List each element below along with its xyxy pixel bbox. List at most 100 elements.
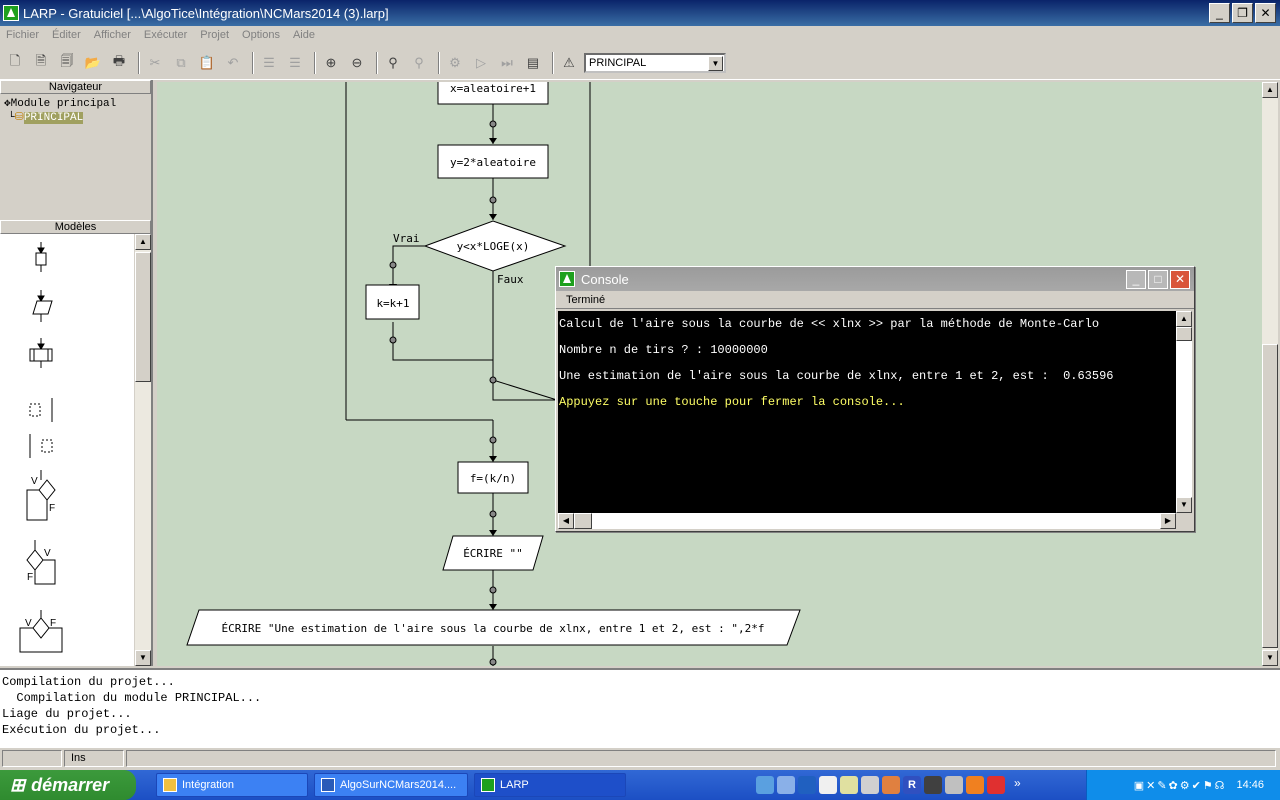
close-button[interactable]: ✕ [1255, 3, 1276, 23]
new-file-icon[interactable]: 🗋 [9, 52, 21, 68]
paste-icon[interactable]: 📋 [198, 54, 216, 70]
quicklaunch-network-icon[interactable] [756, 776, 774, 794]
scroll-up-icon[interactable]: ▲ [135, 234, 151, 250]
tree-item-module-label: Module principal [10, 98, 117, 110]
step-icon[interactable]: ⏭ [501, 54, 513, 70]
tray-icons[interactable]: ▣✕✎✿⚙✔⚑☊ [1133, 779, 1227, 792]
quicklaunch-app-icon[interactable] [987, 776, 1005, 794]
console-horizontal-scrollbar[interactable]: ◀ ▶ [558, 513, 1176, 529]
canvas-scrollbar[interactable]: ▲ ▼ [1262, 82, 1278, 666]
menu-options[interactable]: Options [242, 29, 280, 41]
run-icon[interactable]: ▷ [476, 54, 486, 70]
zoom-out-icon[interactable]: ⊖ [351, 54, 363, 70]
quicklaunch-paint-icon[interactable] [882, 776, 900, 794]
scroll-up-icon[interactable]: ▲ [1176, 311, 1192, 327]
model-ifelse-icon[interactable] [26, 540, 56, 585]
quick-launch: R » [756, 776, 1021, 794]
models-scrollbar[interactable]: ▲ ▼ [135, 234, 151, 666]
model-if-icon[interactable] [26, 470, 56, 521]
quicklaunch-terminal-icon[interactable] [924, 776, 942, 794]
clock[interactable]: 14:46 [1236, 779, 1264, 791]
toolbar-separator [314, 51, 316, 74]
quicklaunch-settings-icon[interactable] [945, 776, 963, 794]
quicklaunch-vlc-icon[interactable] [966, 776, 984, 794]
console-hscroll-thumb[interactable] [574, 513, 592, 529]
chevron-down-icon[interactable]: ▼ [708, 55, 723, 71]
scroll-down-icon[interactable]: ▼ [1176, 497, 1192, 513]
new-project-icon[interactable]: 🗎 [35, 52, 47, 68]
task-larp-label: LARP [500, 779, 529, 791]
indent-icon[interactable]: ☰ [263, 54, 275, 70]
menu-fichier[interactable]: Fichier [6, 29, 40, 41]
node-k-increment[interactable] [365, 284, 420, 320]
node-condition[interactable] [423, 220, 567, 272]
menu-afficher[interactable]: Afficher [93, 29, 131, 41]
quicklaunch-ie-icon[interactable] [798, 776, 816, 794]
quicklaunch-browser-icon[interactable] [777, 776, 795, 794]
task-larp[interactable]: LARP [474, 773, 626, 797]
scroll-right-icon[interactable]: ▶ [1160, 513, 1176, 529]
find-binoculars-icon[interactable]: ⚲ [388, 54, 398, 70]
quicklaunch-r-icon[interactable]: R [903, 776, 921, 794]
console-scroll-thumb[interactable] [1176, 327, 1192, 341]
menu-projet[interactable]: Projet [200, 29, 230, 41]
scroll-up-icon[interactable]: ▲ [1262, 82, 1278, 98]
module-select-value: PRINCIPAL [589, 56, 647, 69]
close-file-icon[interactable]: 🗐 [60, 52, 74, 68]
model-io-icon[interactable] [32, 290, 53, 322]
canvas-scroll-thumb[interactable] [1262, 344, 1278, 648]
folder-icon [163, 778, 177, 792]
scroll-left-icon[interactable]: ◀ [558, 513, 574, 529]
tree-item-module[interactable]: ✥Module principal [4, 96, 147, 110]
node-x-assign[interactable] [437, 82, 549, 105]
scroll-down-icon[interactable]: ▼ [135, 650, 151, 666]
console-title-bar[interactable]: Console _ □ ✕ [556, 267, 1194, 291]
undo-icon[interactable]: ↶ [227, 54, 239, 70]
print-icon[interactable]: 🖶 [112, 52, 126, 68]
open-folder-icon[interactable]: 📂 [84, 54, 102, 70]
console-vertical-scrollbar[interactable]: ▲ ▼ [1176, 311, 1192, 513]
model-loop-f-label: F [50, 618, 56, 629]
node-ecrire-empty[interactable] [442, 535, 544, 571]
quicklaunch-document-icon[interactable] [819, 776, 837, 794]
cut-icon[interactable]: ✂ [149, 54, 161, 70]
menu-executer[interactable]: Exécuter [143, 29, 188, 41]
module-icon[interactable]: ⚠ [563, 54, 575, 70]
model-process-icon[interactable] [35, 242, 47, 272]
model-exit-icon[interactable] [29, 434, 53, 458]
node-y-assign[interactable] [437, 144, 549, 179]
tree-item-principal[interactable]: └⛁PRINCIPAL [4, 110, 147, 124]
model-call-icon[interactable] [29, 338, 53, 368]
console-minimize-button[interactable]: _ [1126, 270, 1146, 289]
maximize-button[interactable]: ❐ [1232, 3, 1253, 23]
task-integration[interactable]: Intégration [156, 773, 308, 797]
quicklaunch-chrome-icon[interactable] [861, 776, 879, 794]
console-icon[interactable]: ▤ [526, 54, 540, 70]
zoom-in-icon[interactable]: ⊕ [325, 54, 337, 70]
console-maximize-button[interactable]: □ [1148, 270, 1168, 289]
quicklaunch-pen-icon[interactable] [840, 776, 858, 794]
start-button[interactable]: ⊞démarrer [0, 770, 136, 800]
console-close-button[interactable]: ✕ [1170, 270, 1190, 289]
tree-expand-icon[interactable]: ✥ [4, 98, 11, 110]
window-title-bar[interactable]: LARP - Gratuiciel [...\AlgoTice\Intégrat… [0, 0, 1280, 26]
model-loop-icon[interactable] [19, 610, 63, 653]
task-word-document[interactable]: AlgoSurNCMars2014.... [314, 773, 468, 797]
menu-aide[interactable]: Aide [292, 29, 315, 41]
log-line: Compilation du projet... [2, 675, 175, 689]
node-ecrire-result[interactable] [186, 609, 801, 646]
replace-icon[interactable]: ⚲ [414, 54, 424, 70]
menu-editer[interactable]: Éditer [52, 29, 81, 41]
quicklaunch-more-icon[interactable]: » [1014, 776, 1021, 790]
minimize-button[interactable]: _ [1209, 3, 1230, 23]
model-if-f-label: F [49, 503, 55, 514]
compile-icon[interactable]: ⚙ [449, 54, 461, 70]
node-f-assign[interactable] [457, 461, 529, 494]
module-select[interactable]: PRINCIPAL ▼ [584, 52, 726, 73]
scroll-down-icon[interactable]: ▼ [1262, 650, 1278, 666]
console-window[interactable]: Console _ □ ✕ Terminé Calcul de l'aire s… [555, 266, 1195, 532]
models-scroll-thumb[interactable] [135, 252, 151, 382]
outdent-icon[interactable]: ☰ [289, 54, 301, 70]
model-entry-icon[interactable] [29, 398, 53, 422]
copy-icon[interactable]: ⧉ [176, 54, 186, 70]
